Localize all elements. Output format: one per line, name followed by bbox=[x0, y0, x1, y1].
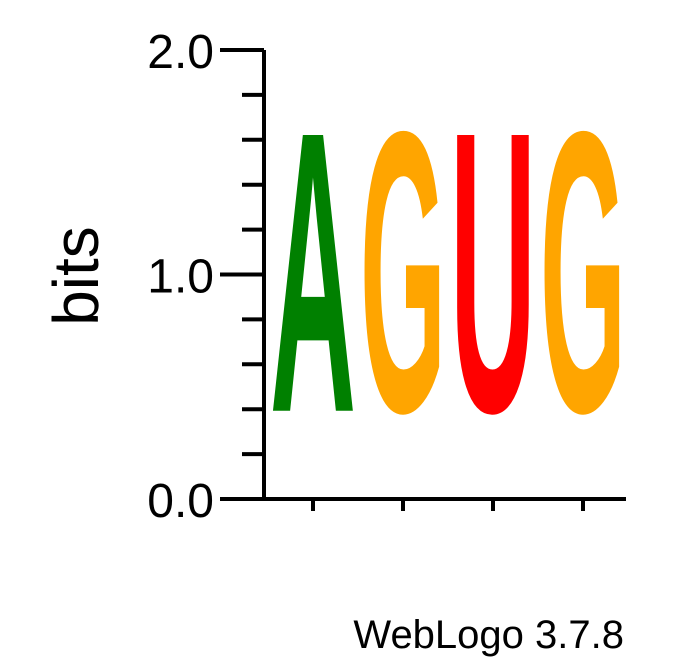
y-axis-title: bits bbox=[40, 226, 112, 326]
logo-letter-G: G bbox=[360, 50, 446, 497]
weblogo-credit: WebLogo 3.7.8 bbox=[353, 613, 624, 657]
logo-letter-A: A bbox=[270, 47, 356, 496]
logo-letter-U: U bbox=[450, 47, 536, 496]
y-tick-label: 0.0 bbox=[147, 475, 214, 528]
x-axis bbox=[262, 497, 626, 511]
y-tick-label: 1.0 bbox=[147, 251, 214, 304]
logo-letter-G: G bbox=[540, 50, 626, 497]
y-axis: 0.0 1.0 2.0 bbox=[147, 26, 266, 528]
y-tick-label: 2.0 bbox=[147, 26, 214, 79]
